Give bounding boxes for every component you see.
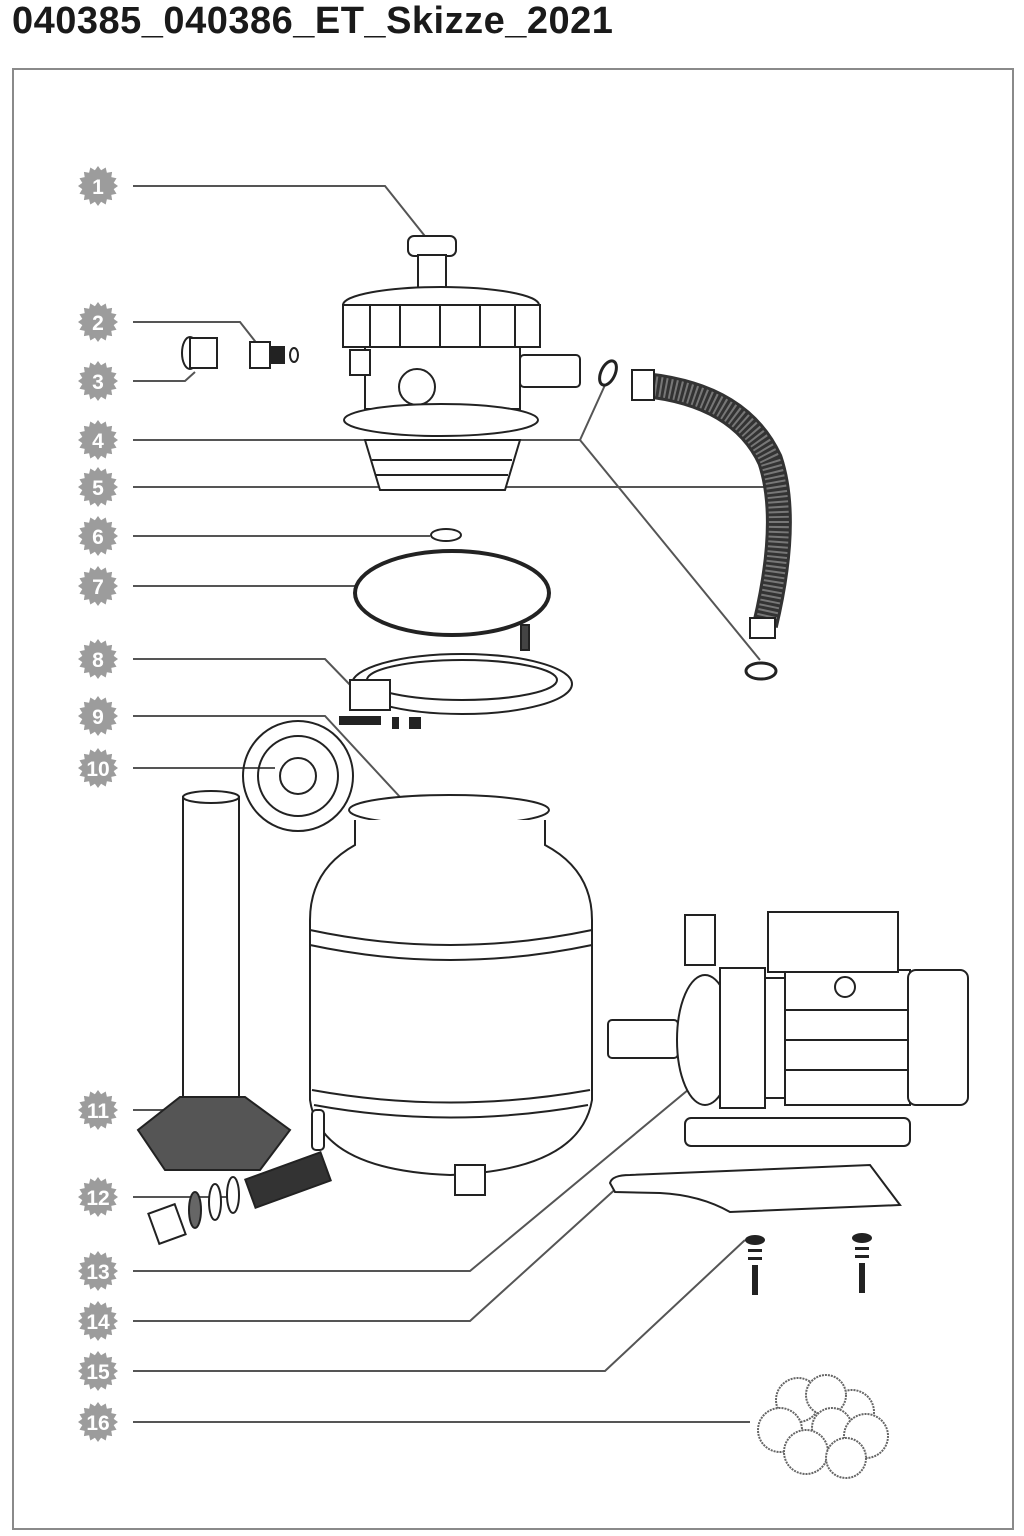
tank-o-ring[interactable] [353,549,551,637]
gauge-parts[interactable] [181,336,299,370]
drain-plug-assembly[interactable] [147,1150,332,1246]
wing-nut-bolt-sets[interactable] [745,1233,872,1295]
svg-text:14: 14 [86,1311,110,1334]
filter-tank[interactable] [309,794,593,1196]
leader-lines [133,185,770,1423]
leader-line-4b [579,439,761,661]
part-badge-15: 15 [78,1351,118,1391]
leader-line-13 [133,1079,701,1272]
svg-text:4: 4 [92,430,104,453]
part-badge-2: 2 [78,302,118,342]
svg-text:11: 11 [87,1100,110,1123]
connection-hose[interactable] [631,369,792,639]
part-badge-10: 10 [78,748,118,788]
svg-text:10: 10 [86,758,109,781]
part-badge-14: 14 [78,1301,118,1341]
part-badge-13: 13 [78,1251,118,1291]
svg-text:3: 3 [92,371,104,394]
drawing-title: 040385_040386_ET_Skizze_2021 [12,0,614,42]
svg-text:8: 8 [92,649,104,672]
part-badges: 1 2 3 4 5 6 7 8 9 10 11 12 13 14 15 16 [78,166,118,1442]
filter-balls[interactable] [757,1374,889,1479]
leader-line-9 [133,715,401,798]
leader-line-8 [133,658,356,691]
part-badge-5: 5 [78,467,118,507]
svg-text:1: 1 [92,176,104,199]
part-badge-16: 16 [78,1402,118,1442]
leader-line-1 [133,185,433,246]
tank-clamp[interactable] [339,624,573,729]
part-badge-11: 11 [78,1090,118,1130]
hose-gaskets[interactable] [596,358,778,681]
small-o-ring[interactable] [430,528,462,542]
part-badge-12: 12 [78,1177,118,1217]
svg-text:9: 9 [92,706,104,729]
svg-text:6: 6 [92,526,104,549]
part-badge-6: 6 [78,516,118,556]
svg-text:16: 16 [86,1412,109,1435]
svg-text:15: 15 [86,1361,110,1384]
lateral-pipe-assembly[interactable] [136,790,292,1171]
part-badge-8: 8 [78,639,118,679]
base-plate[interactable] [608,1163,902,1214]
part-badge-4: 4 [78,420,118,460]
leader-line-14 [133,1184,621,1322]
svg-text:13: 13 [86,1261,109,1284]
leader-line-2 [133,321,259,346]
leader-line-3 [133,371,196,382]
pump-motor[interactable] [607,911,969,1147]
pipe-support[interactable] [242,720,354,832]
svg-text:7: 7 [92,576,104,599]
multiport-valve[interactable] [342,235,581,491]
svg-text:12: 12 [86,1187,109,1210]
part-badge-7: 7 [78,566,118,606]
drawing-frame [12,68,1014,1530]
part-badge-3: 3 [78,361,118,401]
part-badge-1: 1 [78,166,118,206]
svg-text:2: 2 [92,312,104,335]
leader-line-15 [133,1239,746,1372]
part-badge-9: 9 [78,696,118,736]
svg-text:5: 5 [92,477,104,500]
